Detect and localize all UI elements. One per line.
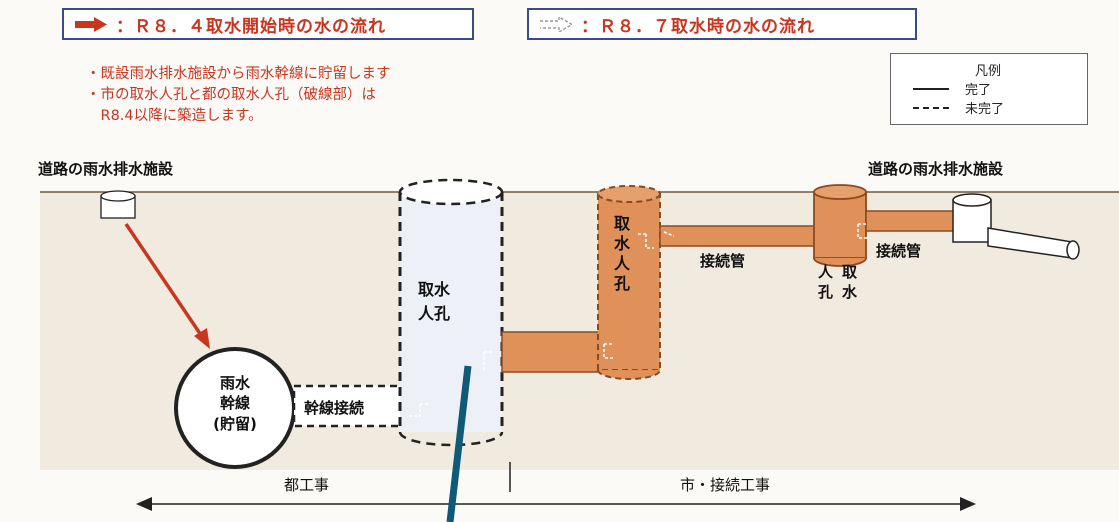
legend-r87-label: ：Ｒ８．７取水時の水の流れ [581,16,815,37]
connection-pipe-right [865,210,959,232]
metro-work-label: 都工事 [284,476,330,494]
metro-intake-manhole [398,178,504,447]
metro-intake-label: 取水 人孔 [418,280,451,323]
main-line-label-1: 雨水 [219,374,250,392]
small-water-label: 取 水 [842,263,858,301]
key-incomplete: 未完了 [965,102,1005,117]
main-connection-pipe [292,384,406,428]
left-road-drain [100,190,136,219]
note-line-1: ・既設雨水排水施設から雨水幹線に貯留します [86,66,391,82]
city-work-label: 市・接続工事 [680,476,771,494]
dashed-arrow-icon [540,16,573,32]
legend-r84-flow: ：Ｒ８．４取水開始時の水の流れ [62,8,474,40]
connection-pipe-upper [659,225,817,247]
dashed-line-icon [913,106,949,109]
main-connection-label: 幹線接続 [304,399,365,417]
key-complete: 完了 [965,83,992,98]
connection-pipe-label-1: 接続管 [700,252,746,270]
r87-flow-arrows [408,223,969,417]
solid-line-icon [913,87,949,90]
line-key: 凡例 完了 未完了 [890,53,1088,125]
notes: ・既設雨水排水施設から雨水幹線に貯留します ・市の取水人孔と都の取水人孔（破線部… [86,64,391,127]
legend-r84-label: ：Ｒ８．４取水開始時の水の流れ [116,16,386,37]
main-line-label-3: (貯留) [213,415,257,433]
small-hole-label: 人 孔 [818,263,834,301]
right-road-drain [952,193,1080,260]
connection-pipe-label-2: 接続管 [876,242,922,260]
key-title: 凡例 [975,64,1002,79]
left-road-drain-label: 道路の雨水排水施設 [38,160,174,178]
right-road-drain-label: 道路の雨水排水施設 [868,160,1004,178]
city-intake-manhole [597,185,661,380]
small-intake-manhole [813,184,867,267]
main-line-label-2: 幹線 [219,394,250,412]
city-intake-label: 取水人孔 [614,214,631,293]
legend-r87-flow: ：Ｒ８．７取水時の水の流れ [527,8,917,40]
work-arrow-city [510,497,976,511]
note-line-2: ・市の取水人孔と都の取水人孔（破線部）は [86,87,376,103]
note-line-3: R8.4以降に築造します。 [86,108,263,124]
solid-arrow-icon [75,17,107,32]
marker-line [446,365,472,522]
r84-flow-arrow [124,223,210,349]
city-connection-pipe-lower [501,331,605,373]
